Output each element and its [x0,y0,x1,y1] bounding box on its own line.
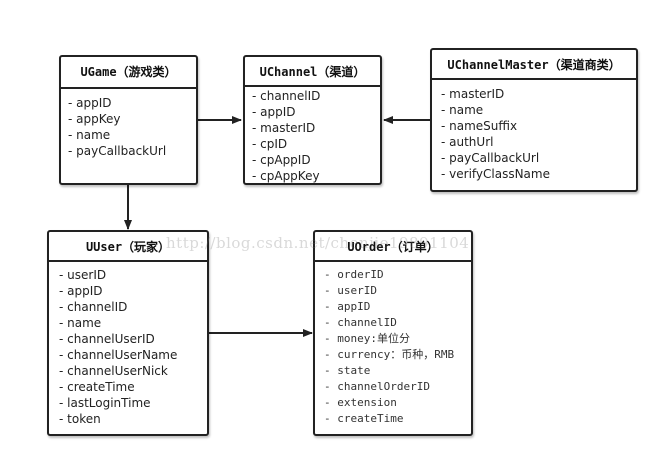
class-title-uchannelmaster: UChannelMaster（渠道商类） [432,50,636,80]
field-uchannel-5: - cpAppKey [252,169,320,183]
field-ugame-1: - appKey [68,112,121,126]
field-uchannelmaster-2: - nameSuffix [441,119,518,133]
field-ugame-2: - name [68,128,111,142]
field-uorder-5: - currency：币种，RMB [324,348,455,361]
field-uuser-8: - lastLoginTime [59,396,151,410]
field-uchannelmaster-1: - name [441,103,484,117]
class-box-uchannelmaster: UChannelMaster（渠道商类） - masterID - name -… [430,48,638,192]
field-uuser-4: - channelUserID [59,332,155,346]
field-uorder-8: - extension [324,396,397,409]
watermark-text: http://blog.csdn.net/chenjie19891104 [166,234,470,252]
class-title-ugame: UGame（游戏类） [61,57,196,89]
field-uorder-4: - money:单位分 [324,332,410,345]
field-uchannel-1: - appID [252,105,296,119]
class-fields-uuser: - userID - appID - channelID - name - ch… [49,262,207,427]
class-box-ugame: UGame（游戏类） - appID - appKey - name - pay… [59,55,198,185]
field-uchannel-4: - cpAppID [252,153,311,167]
field-uorder-9: - createTime [324,412,404,425]
field-uorder-1: - userID [324,284,377,297]
field-uuser-9: - token [59,412,101,426]
field-uuser-6: - channelUserNick [59,364,168,378]
field-uchannel-3: - cpID [252,137,288,151]
class-title-uchannel: UChannel（渠道） [245,57,380,87]
class-fields-uorder: - orderID - userID - appID - channelID -… [315,262,471,427]
class-fields-uchannel: - channelID - appID - masterID - cpID - … [245,87,380,184]
field-uuser-1: - appID [59,284,103,298]
field-uuser-2: - channelID [59,300,128,314]
field-uorder-6: - state [324,364,371,377]
field-uuser-7: - createTime [59,380,135,394]
class-box-uuser: UUser（玩家） - userID - appID - channelID -… [47,230,209,436]
field-uorder-2: - appID [324,300,371,313]
field-uuser-5: - channelUserName [59,348,178,362]
field-uchannel-2: - masterID [252,121,316,135]
class-title-uuser: UUser（玩家） [49,232,207,262]
field-uchannel-0: - channelID [252,89,321,103]
field-uorder-7: - channelOrderID [324,380,430,393]
field-uchannelmaster-0: - masterID [441,87,505,101]
class-fields-ugame: - appID - appKey - name - payCallbackUrl [61,89,196,159]
field-uchannelmaster-4: - payCallbackUrl [441,151,540,165]
field-uchannelmaster-3: - authUrl [441,135,494,149]
class-title-uorder: UOrder（订单） [315,232,471,262]
field-uuser-3: - name [59,316,102,330]
class-box-uorder: UOrder（订单） - orderID - userID - appID - … [313,230,473,436]
field-uchannelmaster-5: - verifyClassName [441,167,550,181]
class-box-uchannel: UChannel（渠道） - channelID - appID - maste… [243,55,382,185]
field-uorder-3: - channelID [324,316,397,329]
field-ugame-3: - payCallbackUrl [68,144,167,158]
field-ugame-0: - appID [68,96,112,110]
field-uuser-0: - userID [59,268,107,282]
class-fields-uchannelmaster: - masterID - name - nameSuffix - authUrl… [432,80,636,182]
field-uorder-0: - orderID [324,268,384,281]
